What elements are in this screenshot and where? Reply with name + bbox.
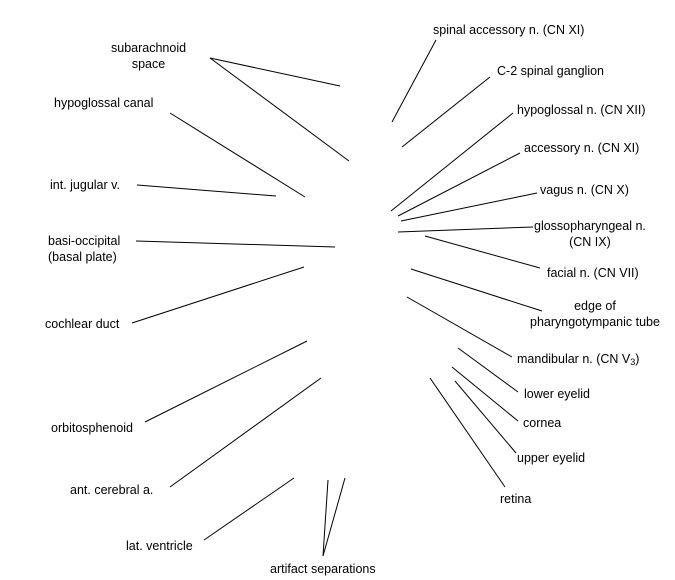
label-spinal-accessory-n: spinal accessory n. (CN XI) bbox=[433, 23, 585, 37]
leader-lat-ventricle bbox=[203, 477, 295, 541]
label-lower-eyelid: lower eyelid bbox=[524, 387, 591, 401]
leader-spinal-accessory-n bbox=[391, 39, 437, 123]
label-upper-eyelid: upper eyelid bbox=[517, 451, 586, 465]
label-facial-n: facial n. (CN VII) bbox=[547, 266, 639, 280]
label-hypoglossal-canal: hypoglossal canal bbox=[54, 96, 154, 110]
leader-c2-spinal-ganglion bbox=[401, 76, 491, 148]
leader-accessory-n bbox=[397, 152, 521, 217]
leader-pharyngotympanic-tube bbox=[410, 268, 543, 312]
label-ant-cerebral-a: ant. cerebral a. bbox=[70, 483, 154, 497]
leader-cochlear-duct bbox=[131, 266, 305, 324]
leader-int-jugular-v bbox=[136, 184, 277, 197]
leader-lower-eyelid bbox=[457, 347, 519, 393]
label-retina: retina bbox=[500, 492, 532, 506]
leader-vagus-n bbox=[400, 192, 538, 222]
leader-glossopharyngeal-n bbox=[397, 226, 534, 233]
label-subarachnoid-space: subarachnoid space bbox=[111, 41, 187, 71]
leader-facial-n bbox=[424, 235, 541, 269]
leader-ant-cerebral-a bbox=[169, 377, 322, 488]
leader-retina bbox=[429, 377, 506, 488]
label-lat-ventricle: lat. ventricle bbox=[126, 539, 193, 553]
leader-cornea bbox=[451, 366, 519, 422]
label-c2-spinal-ganglion: C-2 spinal ganglion bbox=[497, 64, 605, 78]
leader-subarachnoid-1 bbox=[209, 57, 341, 87]
leader-subarachnoid-2 bbox=[209, 57, 350, 162]
label-cochlear-duct: cochlear duct bbox=[45, 317, 120, 331]
leader-basi-occipital bbox=[135, 240, 336, 248]
leader-hypoglossal-canal bbox=[169, 112, 306, 198]
label-cornea: cornea bbox=[523, 416, 562, 430]
label-accessory-n: accessory n. (CN XI) bbox=[524, 141, 640, 155]
label-artifact-separations: artifact separations bbox=[270, 562, 376, 576]
label-pharyngotympanic-tube: edge of pharyngotympanic tube bbox=[530, 299, 660, 329]
label-int-jugular-v: int. jugular v. bbox=[50, 178, 120, 192]
leader-hypoglossal-n bbox=[390, 112, 514, 212]
label-orbitosphenoid: orbitosphenoid bbox=[51, 421, 134, 435]
label-glossopharyngeal-n: glossopharyngeal n. (CN IX) bbox=[534, 219, 646, 249]
leader-orbitosphenoid bbox=[144, 340, 308, 423]
label-hypoglossal-n: hypoglossal n. (CN XII) bbox=[517, 103, 646, 117]
leader-artifact-1 bbox=[322, 479, 329, 557]
leader-upper-eyelid bbox=[454, 380, 517, 454]
label-vagus-n: vagus n. (CN X) bbox=[540, 183, 629, 197]
label-basi-occipital: basi-occipital (basal plate) bbox=[48, 234, 121, 264]
leader-mandibular-n bbox=[406, 296, 513, 358]
label-mandibular-n: mandibular n. (CN V3) bbox=[517, 352, 640, 367]
leader-artifact-2 bbox=[322, 477, 346, 557]
